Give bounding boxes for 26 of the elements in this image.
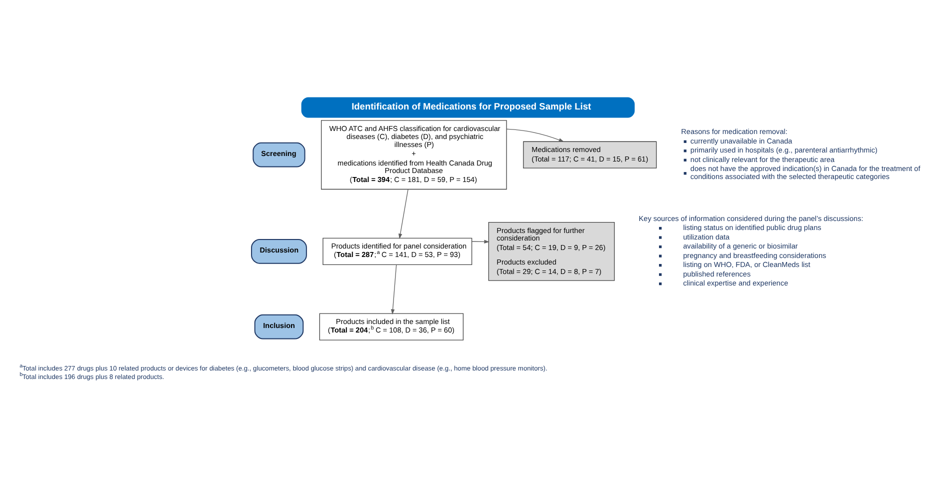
label: not clinically relevant for the therapeutic area	[690, 154, 835, 164]
label: primarily used in hospitals (e.g., parenteral antiarrhythmic)	[690, 145, 878, 154]
label: currently unavailable in Canada	[690, 136, 792, 145]
arrow	[472, 239, 490, 243]
label: Key sources of information considered during the panel’s discussions:	[638, 213, 864, 222]
arrow	[398, 188, 408, 239]
label: clinical expertise and experience	[683, 278, 788, 288]
node-box: Products identified for panel consideration (Total = 287;$^{a}$ C = 141, D = 53, P = 93)	[322, 237, 472, 264]
node-box: Products flagged for further consideration (Total = 54; C = 19, D = 9, P = 26) Products excluded (Total = 29; C = 14, D = 8, P = 7)	[488, 221, 615, 280]
diagram-title: Identification of Medications for Proposed Sample List	[352, 101, 592, 112]
node-box: Screening	[252, 142, 306, 167]
label: availability of a generic or biosimilar	[683, 241, 798, 250]
node-box: Products included in the sample list (Total = 204;$^{b}$ C = 108, D = 36, P = 60)	[319, 312, 464, 340]
node-box: Medications removed (Total = 117; C = 41, D = 15, P = 61)	[523, 140, 657, 168]
node-box: WHO ATC and AHFS classification for cardiovascular diseases (C), diabetes (D), and psychiatric illnesses (P) + medications identified from Health Canada Drug Product Database (Total = 394; C = 181, D = 59, P = 154)	[321, 120, 507, 190]
label: Reasons for medication removal:	[681, 126, 788, 136]
label: listing on WHO, FDA, or CleanMeds list	[683, 260, 810, 269]
label: published references	[683, 268, 751, 278]
node-box: Discussion	[251, 238, 307, 264]
label: utilization data	[683, 232, 730, 241]
arrow	[506, 128, 564, 142]
label: does not have the approved indication(s) in Canada for the treatment of conditions associated with the selected therapeutic categories	[690, 164, 920, 181]
arrow	[390, 264, 397, 314]
node-box: Inclusion	[254, 314, 304, 339]
label: pregnancy and breastfeeding considerations	[683, 250, 826, 260]
label: listing status on identified public drug plans	[683, 222, 822, 232]
